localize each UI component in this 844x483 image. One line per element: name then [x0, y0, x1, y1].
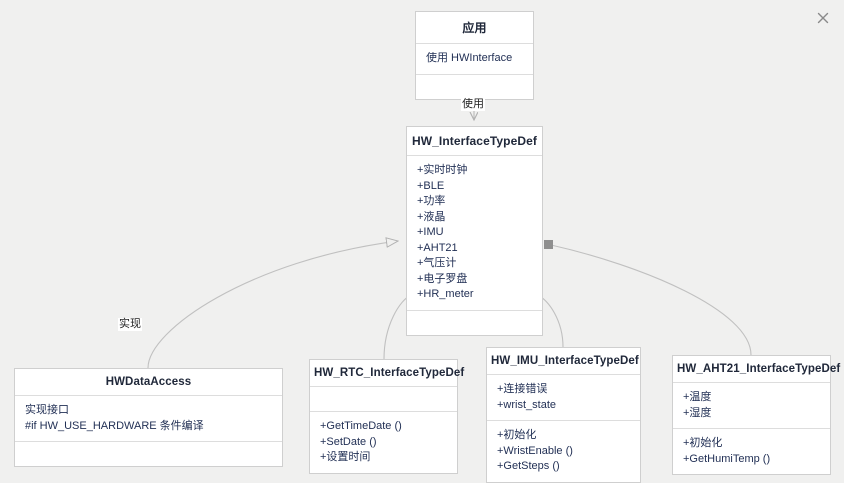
edge-composition-aht — [544, 240, 752, 356]
close-icon[interactable] — [814, 9, 832, 27]
class-member: #if HW_USE_HARDWARE 条件编译 — [25, 419, 204, 432]
class-operations-hw-imu-interfacetypedef: +初始化 +WristEnable () +GetSteps () — [487, 421, 640, 482]
class-member: +实时时钟 — [417, 164, 468, 176]
class-box-hw-aht21-interfacetypedef[interactable]: HW_AHT21_InterfaceTypeDef +温度 +湿度 +初始化 +… — [672, 355, 840, 475]
class-member: +设置时间 — [320, 451, 371, 463]
class-member: +连接错误 — [497, 383, 548, 395]
class-member: +电子罗盘 — [417, 272, 468, 285]
class-member: +初始化 — [497, 429, 537, 441]
class-member: +气压计 — [417, 257, 457, 269]
class-member: +HR_meter — [417, 288, 474, 300]
class-title-hw-rtc-interfacetypedef: HW_RTC_InterfaceTypeDef — [310, 360, 464, 387]
class-box-hwdataaccess[interactable]: HWDataAccess 实现接口 #if HW_USE_HARDWARE 条件… — [14, 368, 283, 467]
class-member: +GetTimeDate () — [320, 420, 402, 432]
class-attributes-app: 使用 HWInterface — [416, 44, 533, 75]
edge-realization-dataaccess — [147, 241, 398, 369]
class-member: +液晶 — [417, 210, 446, 223]
class-operations-hwdataaccess — [15, 442, 282, 466]
class-member: +AHT21 — [417, 241, 458, 254]
class-member: +温度 — [683, 391, 712, 403]
class-attributes-hw-aht21-interfacetypedef: +温度 +湿度 — [673, 383, 830, 429]
class-attributes-hw-rtc-interfacetypedef — [310, 387, 457, 412]
class-attributes-hwdataaccess: 实现接口 #if HW_USE_HARDWARE 条件编译 — [15, 396, 282, 442]
class-box-app[interactable]: 应用 使用 HWInterface — [415, 11, 534, 100]
class-member: +湿度 — [683, 406, 712, 419]
class-attributes-hw-interfacetypedef: +实时时钟 +BLE +功率 +液晶 +IMU +AHT21 +气压计 +电子罗… — [407, 156, 542, 311]
class-title-hw-aht21-interfacetypedef: HW_AHT21_InterfaceTypeDef — [673, 356, 840, 383]
class-member: +WristEnable () — [497, 444, 573, 457]
class-operations-app — [416, 75, 533, 99]
class-title-hwdataaccess: HWDataAccess — [15, 369, 282, 396]
class-member: +SetDate () — [320, 435, 377, 448]
class-member: +GetSteps () — [497, 460, 560, 472]
class-title-app: 应用 — [416, 12, 533, 44]
class-title-hw-imu-interfacetypedef: HW_IMU_InterfaceTypeDef — [487, 348, 640, 375]
class-member: +IMU — [417, 226, 444, 238]
edge-label-realization: 实现 — [118, 318, 142, 331]
class-operations-hw-interfacetypedef — [407, 311, 542, 335]
class-operations-hw-rtc-interfacetypedef: +GetTimeDate () +SetDate () +设置时间 — [310, 412, 457, 473]
class-member: +BLE — [417, 179, 445, 192]
class-member: +GetHumiTemp () — [683, 452, 771, 465]
class-attributes-hw-imu-interfacetypedef: +连接错误 +wrist_state — [487, 375, 640, 421]
class-member: +初始化 — [683, 437, 723, 449]
class-box-hw-interfacetypedef[interactable]: HW_InterfaceTypeDef +实时时钟 +BLE +功率 +液晶 +… — [406, 126, 543, 336]
class-member: 使用 HWInterface — [426, 52, 513, 64]
class-box-hw-rtc-interfacetypedef[interactable]: HW_RTC_InterfaceTypeDef +GetTimeDate () … — [309, 359, 464, 474]
class-member: +功率 — [417, 195, 446, 207]
class-box-hw-imu-interfacetypedef[interactable]: HW_IMU_InterfaceTypeDef +连接错误 +wrist_sta… — [486, 347, 641, 483]
class-title-hw-interfacetypedef: HW_InterfaceTypeDef — [407, 127, 542, 156]
class-member: +wrist_state — [497, 398, 556, 411]
class-operations-hw-aht21-interfacetypedef: +初始化 +GetHumiTemp () — [673, 429, 830, 474]
class-member: 实现接口 — [25, 404, 69, 416]
edge-label-use: 使用 — [461, 98, 485, 111]
